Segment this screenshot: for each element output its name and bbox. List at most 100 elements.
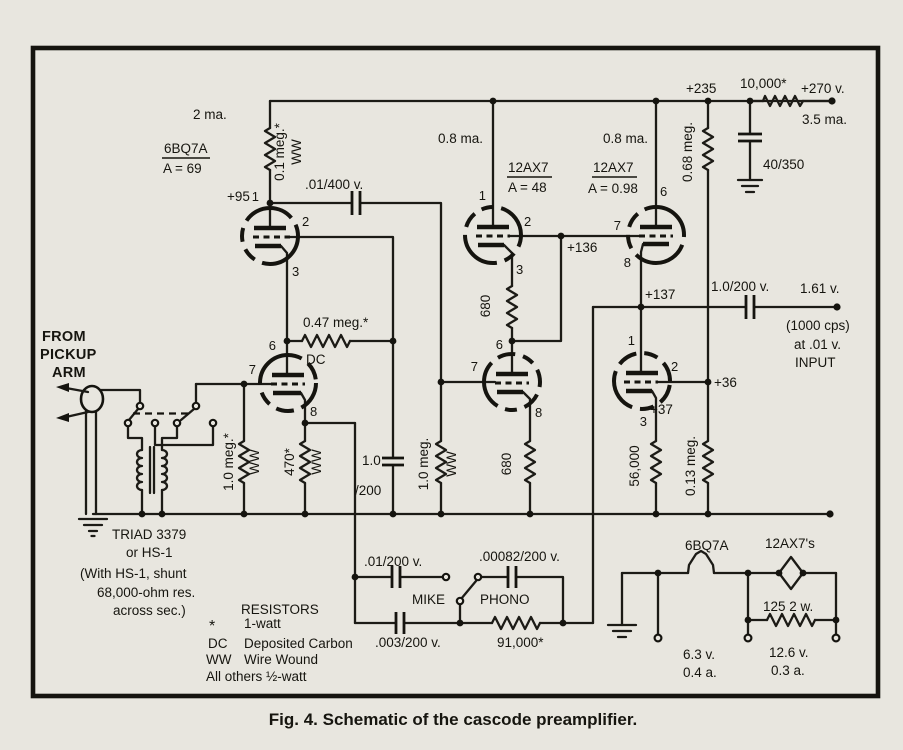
pin-label: 6 [269,338,276,353]
label-legend-title: RESISTORS [241,602,319,617]
label-resistor-56000: 56,000 [627,445,642,486]
label-v270: +270 v. [801,81,845,96]
mike-phono-selector-input[interactable] [123,401,218,428]
resistors [237,94,817,631]
label-v95: +95 [227,189,250,204]
pin-label: 7 [249,362,256,377]
label-v137: +137 [645,287,675,302]
resistor-10000 [761,94,805,108]
label-current-2ma: 2 ma. [193,107,227,122]
label-resistor-0.13meg: 0.13 meg. [683,436,698,496]
label-resistor-680-upper: 680 [478,295,493,318]
label-tube3-type: 12AX7 [593,160,634,175]
capacitor-40-350 [738,132,762,143]
label-tube3-gain: A = 0.98 [588,181,638,196]
wires [84,99,839,637]
label-triad-2: or HS-1 [126,545,173,560]
capacitors [350,132,762,634]
mike-phono-selector-eq[interactable] [441,572,483,606]
label-cap-01-200: .01/200 v. [364,554,422,569]
label-1000cps: (1000 cps) [786,318,850,333]
label-ww-4: WW [444,451,459,477]
resistor-1.0meg-ww [434,439,448,485]
figure-caption: Fig. 4. Schematic of the cascode preampl… [269,710,637,729]
label-dc: DC [306,352,326,367]
tube-6bq7a-upper-triode [240,206,300,266]
resistor-0.13meg [701,439,715,485]
resistor-1.0meg-star [237,439,251,485]
capacitor-01-400 [350,191,362,215]
label-legend-dc: DC [208,636,228,651]
label-triad-5: across sec.) [113,603,186,618]
label-03a: 0.3 a. [771,663,805,678]
label-heater-12ax7: 12AX7's [765,536,815,551]
resistor-680-upper [505,284,519,330]
label-tube1-type: 6BQ7A [164,141,208,156]
label-cap-1.0-200-out: 1.0/200 v. [711,279,769,294]
pin-label: 1 [479,188,486,203]
label-heater-125: 125 2 w. [763,599,813,614]
label-cap-00082: .00082/200 v. [479,549,560,564]
resistor-0.1meg [263,126,277,172]
label-legend-star: * [209,618,215,635]
label-ww-2: WW [247,449,262,475]
label-resistor-10000: 10,000* [740,76,787,91]
capacitor-1.0-200-bypass [382,456,404,467]
pin-label: 3 [640,414,647,429]
pin-label: 1 [628,333,635,348]
label-resistor-470: 470* [282,447,297,476]
schematic-border [30,45,881,699]
label-legend-allothers: All others ½-watt [206,669,307,684]
label-current-08a: 0.8 ma. [438,131,483,146]
label-phono: PHONO [480,592,530,607]
label-legend-wirewound: Wire Wound [244,652,318,667]
pin-label: 8 [535,405,542,420]
tube-12ax7-dc-amp-triode [612,351,672,411]
label-at-01v: at .01 v. [794,337,841,352]
label-cap-1.0: 1.0 [362,453,381,468]
resistor-125 [765,612,817,628]
pin-label: 3 [292,264,299,279]
tube-12ax7-098-cathode-follower [626,205,686,265]
label-cap-200: /200 [355,483,381,498]
label-resistor-0.47meg: 0.47 meg.* [303,315,369,330]
label-resistor-91000: 91,000* [497,635,544,650]
junction-dots [138,97,841,627]
label-triad-1: TRIAD 3379 [112,527,186,542]
label-ww-1: WW [289,139,304,165]
pin-label: 2 [671,359,678,374]
terminal-input-1.61v [833,303,841,311]
pin-label: 7 [614,218,621,233]
pin-label: 2 [524,214,531,229]
pin-label: 3 [516,262,523,277]
label-arm: ARM [52,365,86,381]
label-legend-ww: WW [206,652,232,667]
arrow-left-icon [56,383,69,392]
ground-icon [77,517,109,538]
label-v37: +37 [650,402,673,417]
capacitor-01-200-mike [390,566,402,588]
resistor-56000 [649,439,663,485]
label-current-35: 3.5 ma. [802,112,847,127]
pin-label: 1 [252,189,259,204]
label-triad-4: 68,000-ohm res. [97,585,195,600]
label-resistor-0.68meg: 0.68 meg. [680,122,695,182]
label-from: FROM [42,329,86,345]
label-legend-1watt: 1-watt [244,616,281,631]
text-labels: FROM PICKUP ARM 2 ma. 6BQ7A A = 69 +95 0… [40,76,850,684]
label-63v: 6.3 v. [683,647,715,662]
resistor-680-lower [523,439,537,485]
label-04a: 0.4 a. [683,665,717,680]
label-tube2-type: 12AX7 [508,160,549,175]
pin-label: 7 [471,359,478,374]
label-input: INPUT [795,355,836,370]
label-v136: +136 [567,240,597,255]
label-v235: +235 [686,81,716,96]
ground-icon [736,178,764,194]
label-tube1-gain: A = 69 [163,161,202,176]
resistor-0.68meg [701,126,715,172]
label-pickup: PICKUP [40,347,97,363]
label-legend-deposited: Deposited Carbon [244,636,353,651]
label-tube2-gain: A = 48 [508,180,547,195]
pin-label: 8 [624,255,631,270]
